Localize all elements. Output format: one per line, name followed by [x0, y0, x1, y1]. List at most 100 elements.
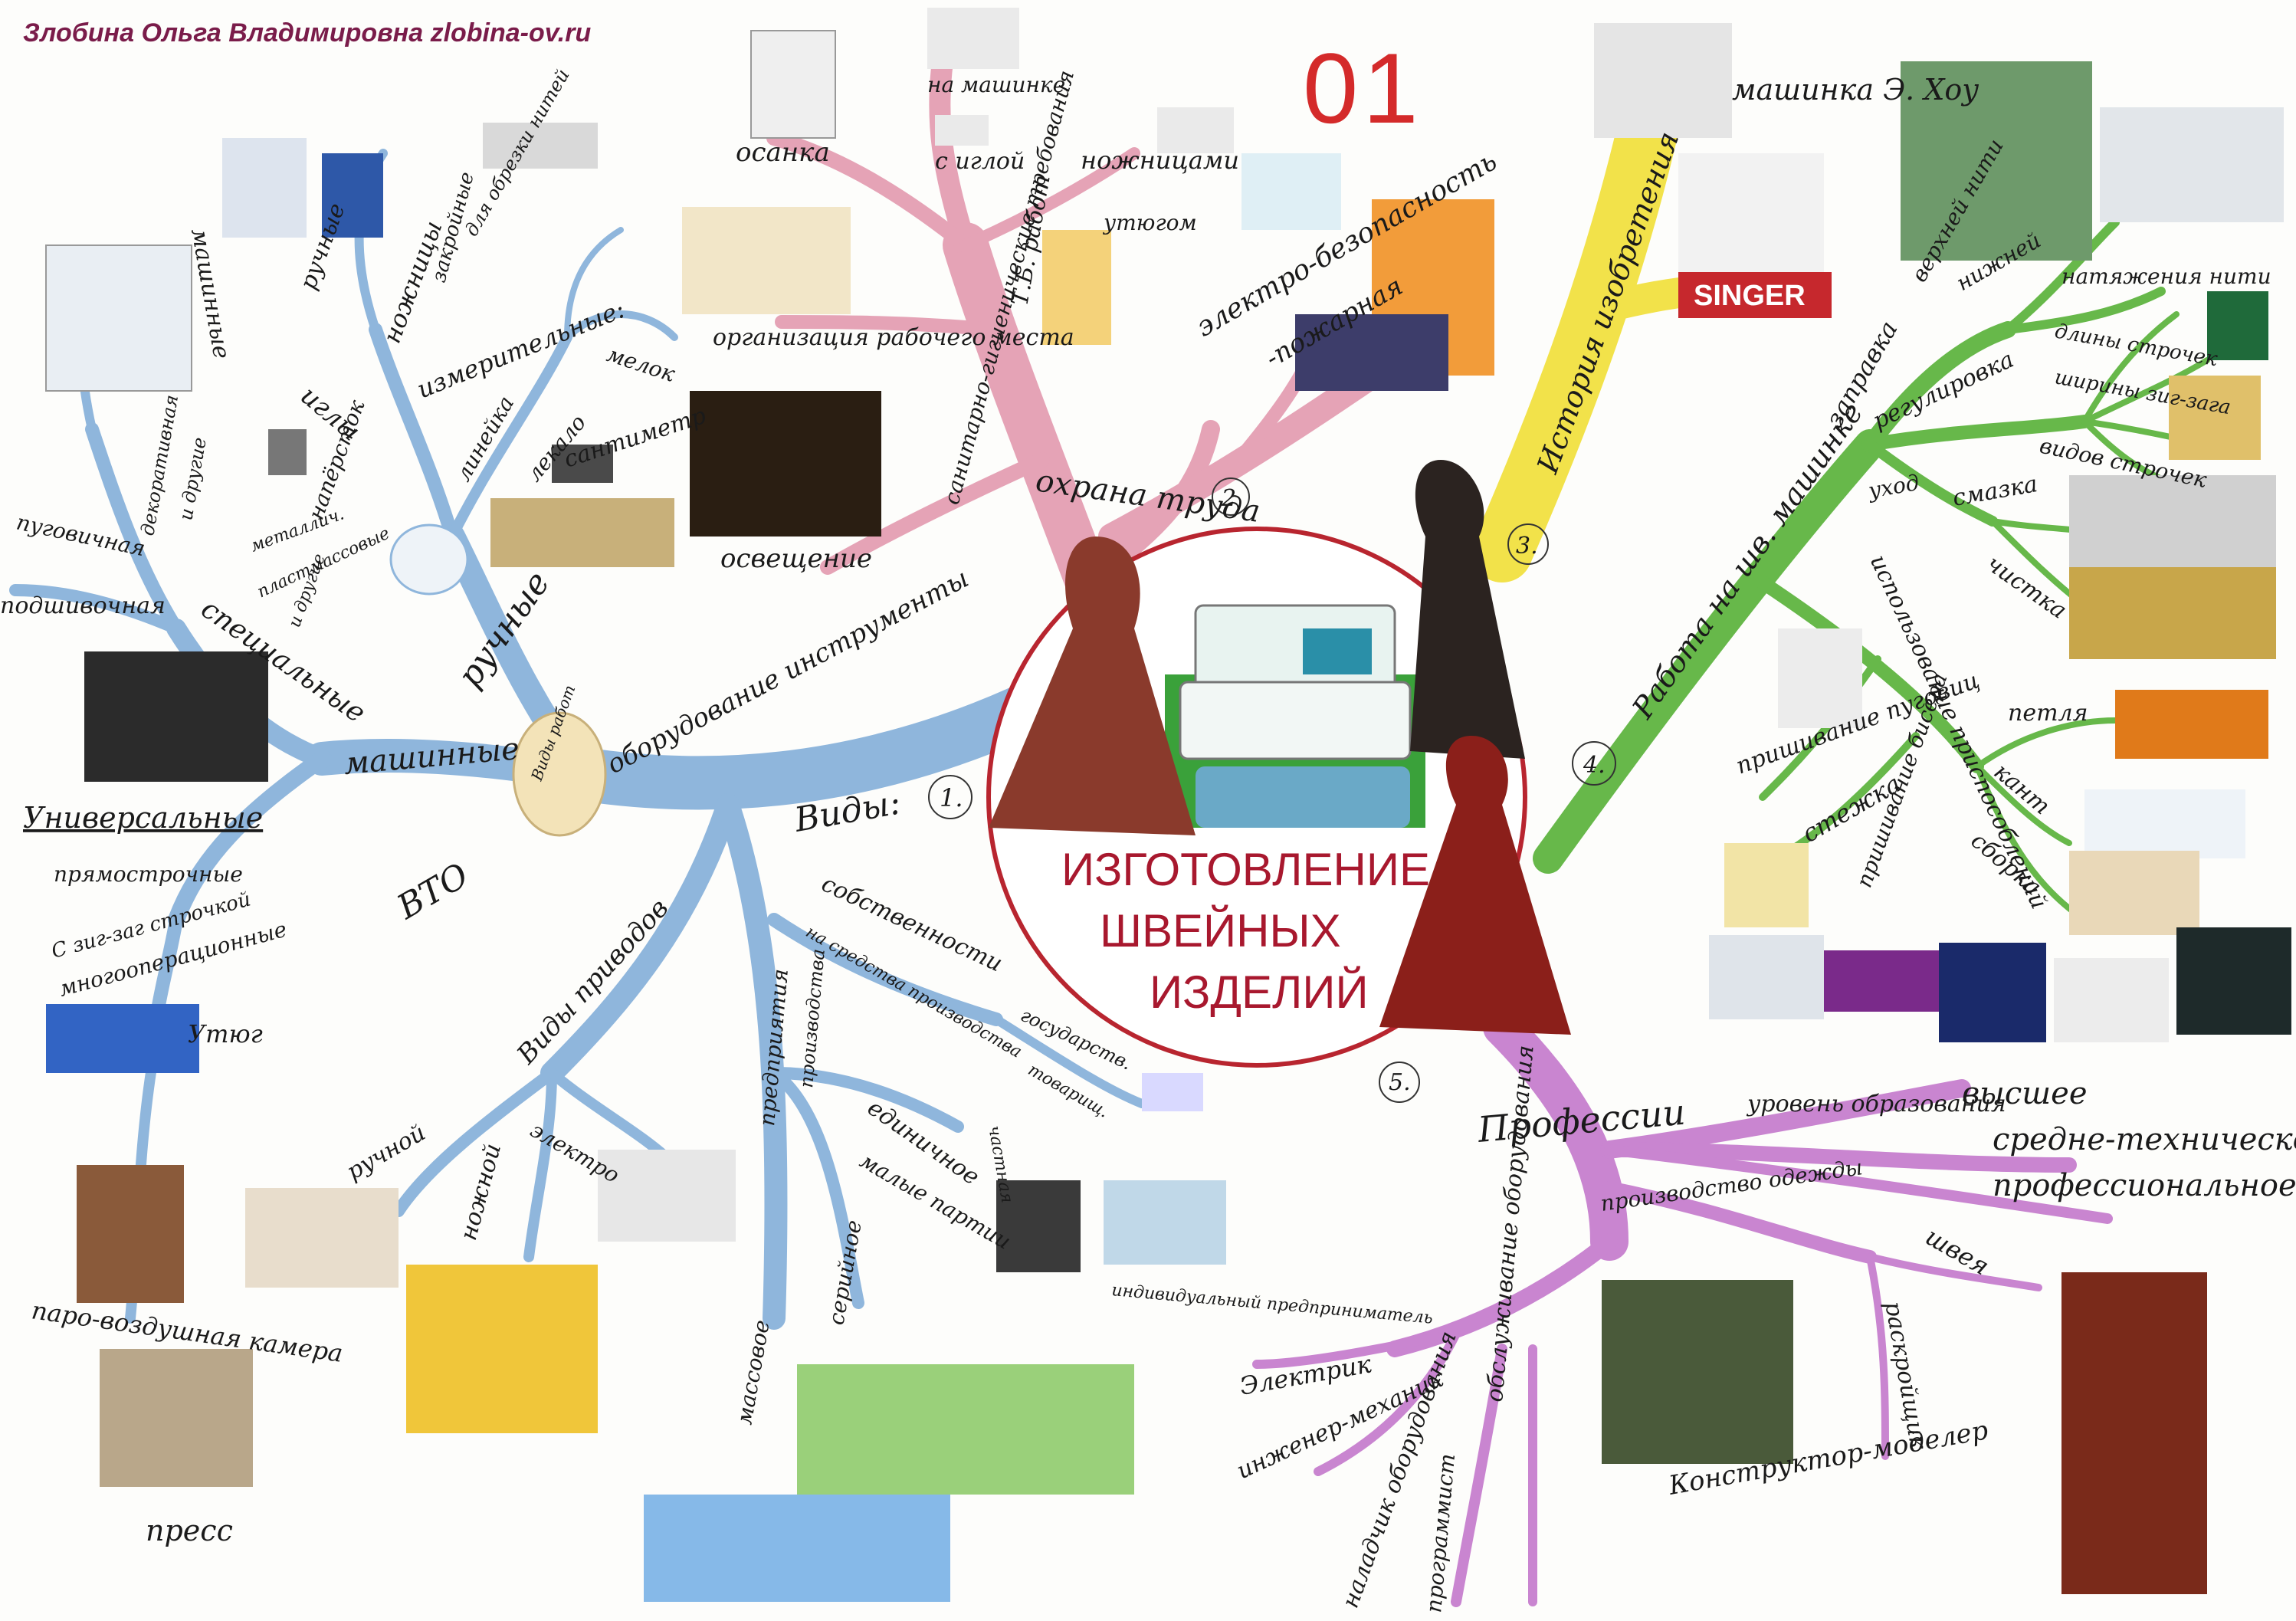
branch1-mass: массовое: [731, 1318, 774, 1426]
scissors-image: [483, 123, 598, 169]
center-sewing-machine-image: [1165, 604, 1425, 828]
steam-chamber-image: [77, 1165, 184, 1303]
branch1-private: частная: [984, 1124, 1016, 1205]
edge-foot-image: [2054, 958, 2169, 1042]
presser-foot-image: [1709, 935, 1824, 1019]
stitch-image: [1724, 843, 1809, 927]
scissors-safety-image: [1157, 107, 1234, 153]
beads-image: [1824, 950, 1939, 1012]
branch1-machine-needles: машинные: [185, 226, 235, 361]
branch1-chalk: мелок: [604, 341, 678, 387]
branch-number-markers: [928, 477, 1616, 1103]
center-title-line-2: ШВЕЙНЫХ: [1100, 905, 1341, 957]
loop-image: [2115, 690, 2268, 759]
branch1-manual-drive: ручной: [343, 1119, 431, 1186]
branch2-iron: утюгом: [1102, 210, 1197, 235]
branch1-press: пресс: [146, 1514, 233, 1547]
branch2-needle: с иглой: [935, 148, 1025, 175]
branch2-scissors: ножницами: [1081, 146, 1239, 175]
branch4-number: 4.: [1583, 752, 1606, 779]
posture-image: [750, 30, 836, 139]
dress-right-red-image: [1379, 736, 1571, 1035]
branch1-other: и другие: [285, 551, 330, 630]
branch1-foot: ножной: [455, 1140, 507, 1243]
branch4-care: уход: [1865, 470, 1921, 504]
pictures: [45, 8, 2291, 1602]
lubrication-image: [2069, 475, 2276, 567]
gather-foot-image: [2069, 851, 2199, 935]
overlock-machine-image: [45, 244, 192, 392]
small-batch-image: [996, 1180, 1081, 1272]
stitch-length-dial-image: [2207, 291, 2268, 360]
braid-image: [2176, 927, 2291, 1035]
dress-left-image: [989, 537, 1196, 835]
branch1-number: 1.: [940, 783, 963, 812]
branch2-posture: осанка: [736, 137, 830, 168]
piping-image: [2084, 789, 2245, 858]
branch2-number: 2: [1221, 485, 1236, 512]
factory-serial-image: [797, 1364, 1134, 1495]
electric-machine-image: [598, 1150, 736, 1242]
dress-right-black-image: [1410, 460, 1525, 759]
zigzag-dial-image: [2169, 376, 2261, 460]
specialized-machine-image: [84, 651, 268, 782]
flag-image: [1142, 1073, 1203, 1111]
needle-safety-image: [935, 115, 989, 146]
trim-image: [1939, 943, 2046, 1042]
hand-tools-bubble: [389, 523, 469, 596]
branch4-length: длины строчек: [2053, 320, 2219, 371]
branch5-higher: высшее: [1962, 1076, 2088, 1111]
work-types-bubble: [512, 711, 607, 837]
center-title-line-1: ИЗГОТОВЛЕНИЕ: [1061, 844, 1430, 895]
iron-safety-image: [1042, 230, 1111, 345]
iron-fire-image: [1295, 314, 1448, 391]
branch1-measure: измерительные:: [413, 294, 629, 404]
iron-image: [46, 1004, 199, 1073]
branch1-means: на средства производства: [802, 923, 1025, 1062]
author-header: Злобина Ольга Владимировна zlobina-ov.ru: [23, 18, 592, 48]
branch1-buttons: и другие: [175, 435, 211, 522]
sheet-number: 01: [1303, 32, 1423, 144]
needle-card-image: [322, 153, 383, 238]
lighting-image: [690, 391, 881, 537]
howe-machine-image: [1594, 23, 1732, 138]
machine-safety-image: [927, 8, 1019, 69]
manual-drive-machine-image: [245, 1188, 399, 1288]
branch4-use: использование приспособлений: [1865, 551, 2052, 914]
branch5-number: 5.: [1389, 1069, 1411, 1096]
press-image: [100, 1349, 253, 1487]
measuring-tools-image: [490, 498, 674, 567]
branch1-cm: сантиметр: [561, 402, 710, 474]
branch-5-lines: [1252, 1008, 2113, 1607]
threading-machine-image: [1901, 61, 2092, 261]
foot-drive-machine-image: [406, 1265, 598, 1433]
branch2-light: освещение: [720, 543, 872, 574]
needles-pack-image: [222, 138, 307, 238]
branch3-howe: машинка Э. Хоу: [1732, 73, 1979, 107]
center-title-line-3: ИЗДЕЛИЙ: [1150, 966, 1369, 1018]
seamstress-costume-image: [2061, 1272, 2207, 1594]
branch1-vto: ВТО: [390, 855, 475, 927]
singer-machine-image: [1678, 153, 1824, 276]
branch3-number: 3.: [1516, 533, 1538, 559]
workplace-image: [682, 207, 851, 314]
entrepreneur-image: [1104, 1180, 1226, 1265]
branch1-sewing: подшивочная: [0, 592, 166, 619]
branch3-singer: SINGER: [1694, 280, 1806, 312]
chalk-image: [552, 445, 613, 483]
branch4-lube: смазка: [1950, 471, 2039, 512]
branch1-iron: Утюг: [188, 1019, 263, 1048]
tension-image: [2100, 107, 2284, 222]
branch5-prof: профессиональное: [1993, 1168, 2296, 1203]
branch2-on-machine: на машинке: [927, 72, 1065, 97]
electric-plug-image: [1241, 153, 1341, 230]
branch1-straight: прямострочные: [54, 861, 243, 887]
branch4-tension: натяжения нити: [2061, 264, 2271, 289]
button-foot-image: [1778, 628, 1862, 728]
thimble-image: [268, 429, 307, 475]
cleaning-image: [2069, 567, 2276, 659]
branch1-universal: Универсальные: [23, 801, 263, 835]
branch2-organize: организация рабочего места: [713, 324, 1074, 351]
singer-logo-image: [1678, 272, 1832, 318]
branch5-middle: средне-техническое: [1993, 1122, 2296, 1157]
